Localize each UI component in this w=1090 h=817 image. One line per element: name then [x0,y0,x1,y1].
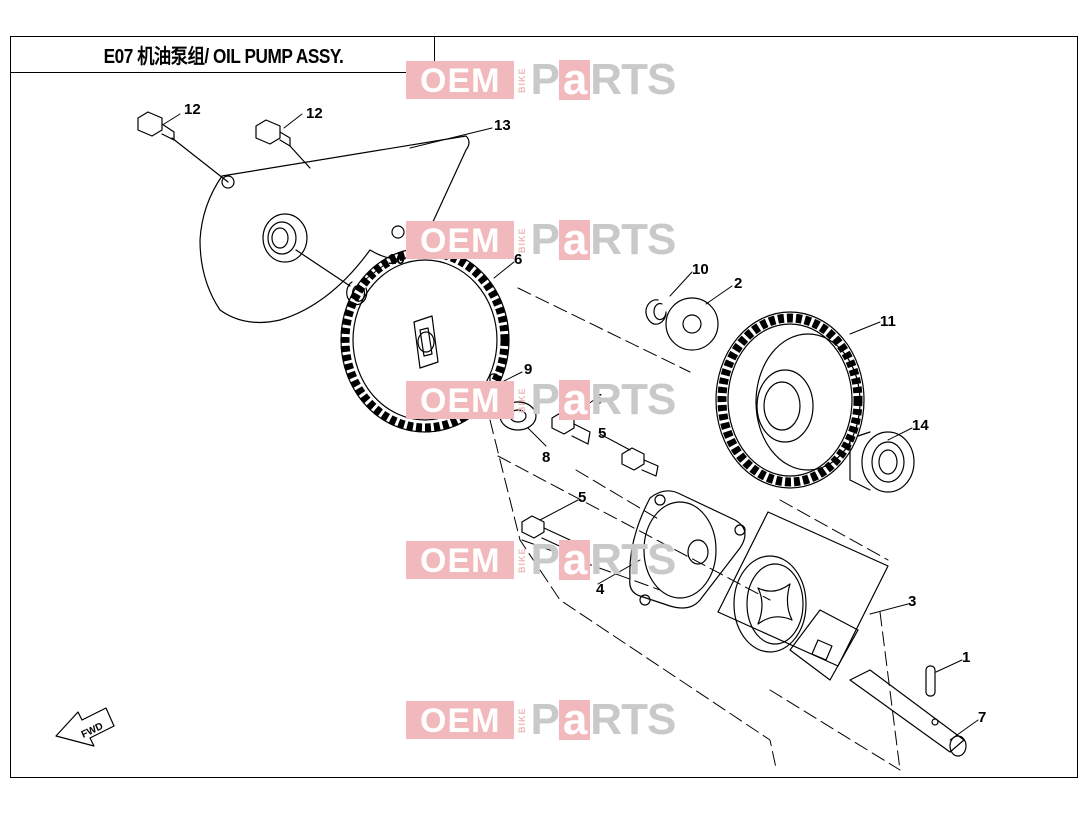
gear-6 [340,247,510,433]
diagram-frame [10,36,1078,778]
callout-9: 9 [524,361,532,378]
page-title: E07 机油泵组/ OIL PUMP ASSY. [103,46,344,68]
callout-5-b: 5 [598,425,606,442]
washer-2 [665,297,719,351]
bearing-14 [849,431,915,493]
pump-body-4 [629,490,746,609]
rotor-set-3 [717,511,889,681]
callout-5-c: 5 [578,489,586,506]
callout-12-left: 12 [184,101,201,118]
callout-13: 13 [494,117,511,134]
bolt-12-left [137,111,229,183]
assembly-outline [489,287,901,771]
bolt-12-right [255,119,311,169]
fwd-label: FWD [80,721,105,741]
washer-8 [499,401,537,431]
cover-plate-13 [199,135,470,324]
callout-7: 7 [978,709,986,726]
callout-8: 8 [542,449,550,466]
shaft-7 [849,669,967,757]
gear-11 [715,311,865,489]
callout-10-right: 10 [692,261,709,278]
circlip-10-right [645,299,667,325]
callout-3: 3 [908,593,916,610]
pin-1 [925,665,936,697]
callout-leaders [163,113,979,741]
callout-4: 4 [596,581,605,598]
bolt-5-c [521,515,571,551]
callout-12-right: 12 [306,105,323,122]
callout-10-left: 10 [388,251,405,268]
callout-11: 11 [880,313,896,330]
callout-6: 6 [514,251,522,268]
callout-2: 2 [734,275,742,292]
bolt-5-b [621,447,659,477]
bolt-5-a [551,411,591,445]
callout-1: 1 [962,649,970,666]
callout-14: 14 [912,417,929,434]
fwd-arrow-icon [55,707,115,747]
callout-5-a: 5 [594,391,602,408]
title-box: E07 机油泵组/ OIL PUMP ASSY. [10,36,435,73]
